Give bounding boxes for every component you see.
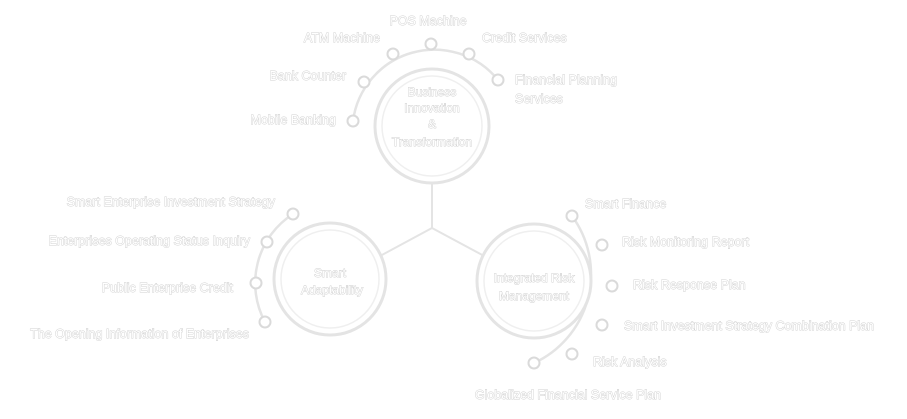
node-dot — [491, 73, 505, 87]
node-label-credit-services: Credit Services — [482, 31, 567, 45]
node-dot — [346, 114, 360, 128]
node-label-atm-machine: ATM Machine — [304, 31, 380, 45]
node-dot — [260, 235, 274, 249]
hub-left-line-1: Smart — [314, 266, 347, 280]
hub-right-line-1: Integrated Risk — [494, 271, 576, 285]
node-label-risk-monitoring-report: Risk Monitoring Report — [622, 235, 750, 249]
node-label-bank-counter: Bank Counter — [270, 69, 346, 83]
node-dot — [386, 47, 400, 61]
left-branch: Smart Enterprise Investment Strategy Ent… — [30, 195, 300, 341]
node-label-smart-finance: Smart Finance — [585, 197, 666, 211]
hub-connectors — [379, 183, 487, 258]
node-dot — [258, 315, 272, 329]
hub-top-line-3: & — [428, 117, 436, 131]
hub-top-line-2: Innovation — [404, 101, 459, 115]
node-label-enterprises-operating-status: Enterprises Operating Status Inquiry — [49, 234, 251, 248]
node-dot — [249, 276, 263, 290]
hub-right: Integrated Risk Management — [475, 222, 593, 340]
node-label-pos-machine: POS Machine — [389, 14, 466, 28]
node-label-opening-information: The Opening Information of Enterprises — [30, 327, 249, 341]
node-label-public-enterprise-credit: Public Enterprise Credit — [102, 281, 234, 295]
left-branch-arc — [253, 212, 295, 324]
node-dot — [565, 209, 579, 223]
node-dot — [595, 238, 609, 252]
node-dot — [424, 37, 438, 51]
node-label-risk-response-plan: Risk Response Plan — [633, 278, 746, 292]
hub-left: Smart Adaptability — [272, 221, 388, 337]
right-branch: Smart Finance Risk Monitoring Report Ris… — [474, 197, 874, 403]
node-label-financial-planning-line-2: Services — [515, 92, 563, 106]
node-dot — [462, 47, 476, 61]
node-label-risk-analysis: Risk Analysis — [593, 355, 667, 369]
top-branch: Mobile Banking Bank Counter ATM Machine … — [250, 14, 618, 128]
node-label-mobile-banking: Mobile Banking — [251, 113, 337, 127]
node-dot — [605, 279, 619, 293]
node-label-globalized-financial-service: Globalized Financial Service Plan — [475, 388, 661, 402]
node-label-smart-enterprise-investment: Smart Enterprise Investment Strategy — [67, 195, 276, 209]
top-branch-arc — [351, 48, 500, 123]
node-label-smart-investment-strategy: Smart Investment Strategy Combination Pl… — [624, 319, 874, 333]
hub-top-line-4: Transformation — [392, 135, 472, 149]
node-dot — [565, 347, 579, 361]
connector-left — [379, 227, 433, 257]
hub-top-line-1: Business — [408, 85, 457, 99]
node-dot — [595, 318, 609, 332]
hub-top: Business Innovation & Transformation — [373, 67, 491, 185]
hub-right-line-2: Management — [499, 289, 570, 303]
node-dot — [286, 207, 300, 221]
hub-left-line-2: Adaptability — [301, 283, 363, 297]
connector-right — [431, 227, 487, 258]
node-dot — [357, 75, 371, 89]
node-dot — [527, 356, 541, 370]
node-label-financial-planning-line-1: Financial Planning — [515, 73, 617, 87]
